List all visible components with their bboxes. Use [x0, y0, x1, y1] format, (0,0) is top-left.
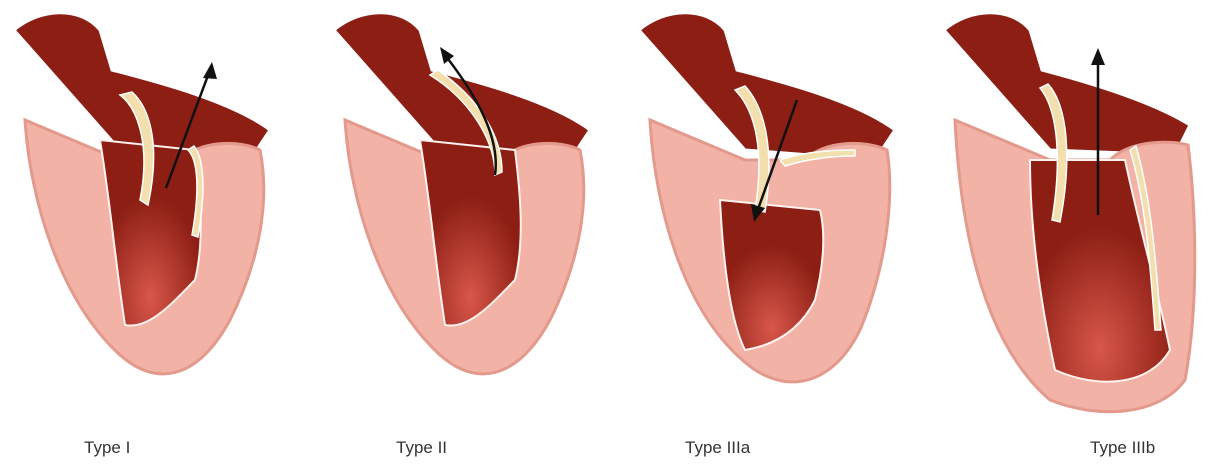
heart-illustration-type-3a — [625, 0, 925, 420]
panel-type-3b — [930, 0, 1210, 430]
caption-type-3b: Type IIIb — [1090, 438, 1155, 458]
heart-illustration-type-2 — [320, 0, 620, 420]
caption-type-2: Type II — [396, 438, 447, 458]
caption-type-3a: Type IIIa — [685, 438, 750, 458]
heart-illustration-type-3b — [930, 0, 1210, 430]
panel-type-1 — [0, 0, 300, 420]
heart-illustration-type-1 — [0, 0, 300, 420]
caption-type-1: Type I — [84, 438, 130, 458]
panel-type-2 — [320, 0, 620, 420]
flow-arrow-head — [440, 47, 454, 64]
flow-arrow-head — [1091, 48, 1105, 65]
flow-arrow-head — [203, 62, 217, 79]
panel-type-3a — [625, 0, 925, 420]
